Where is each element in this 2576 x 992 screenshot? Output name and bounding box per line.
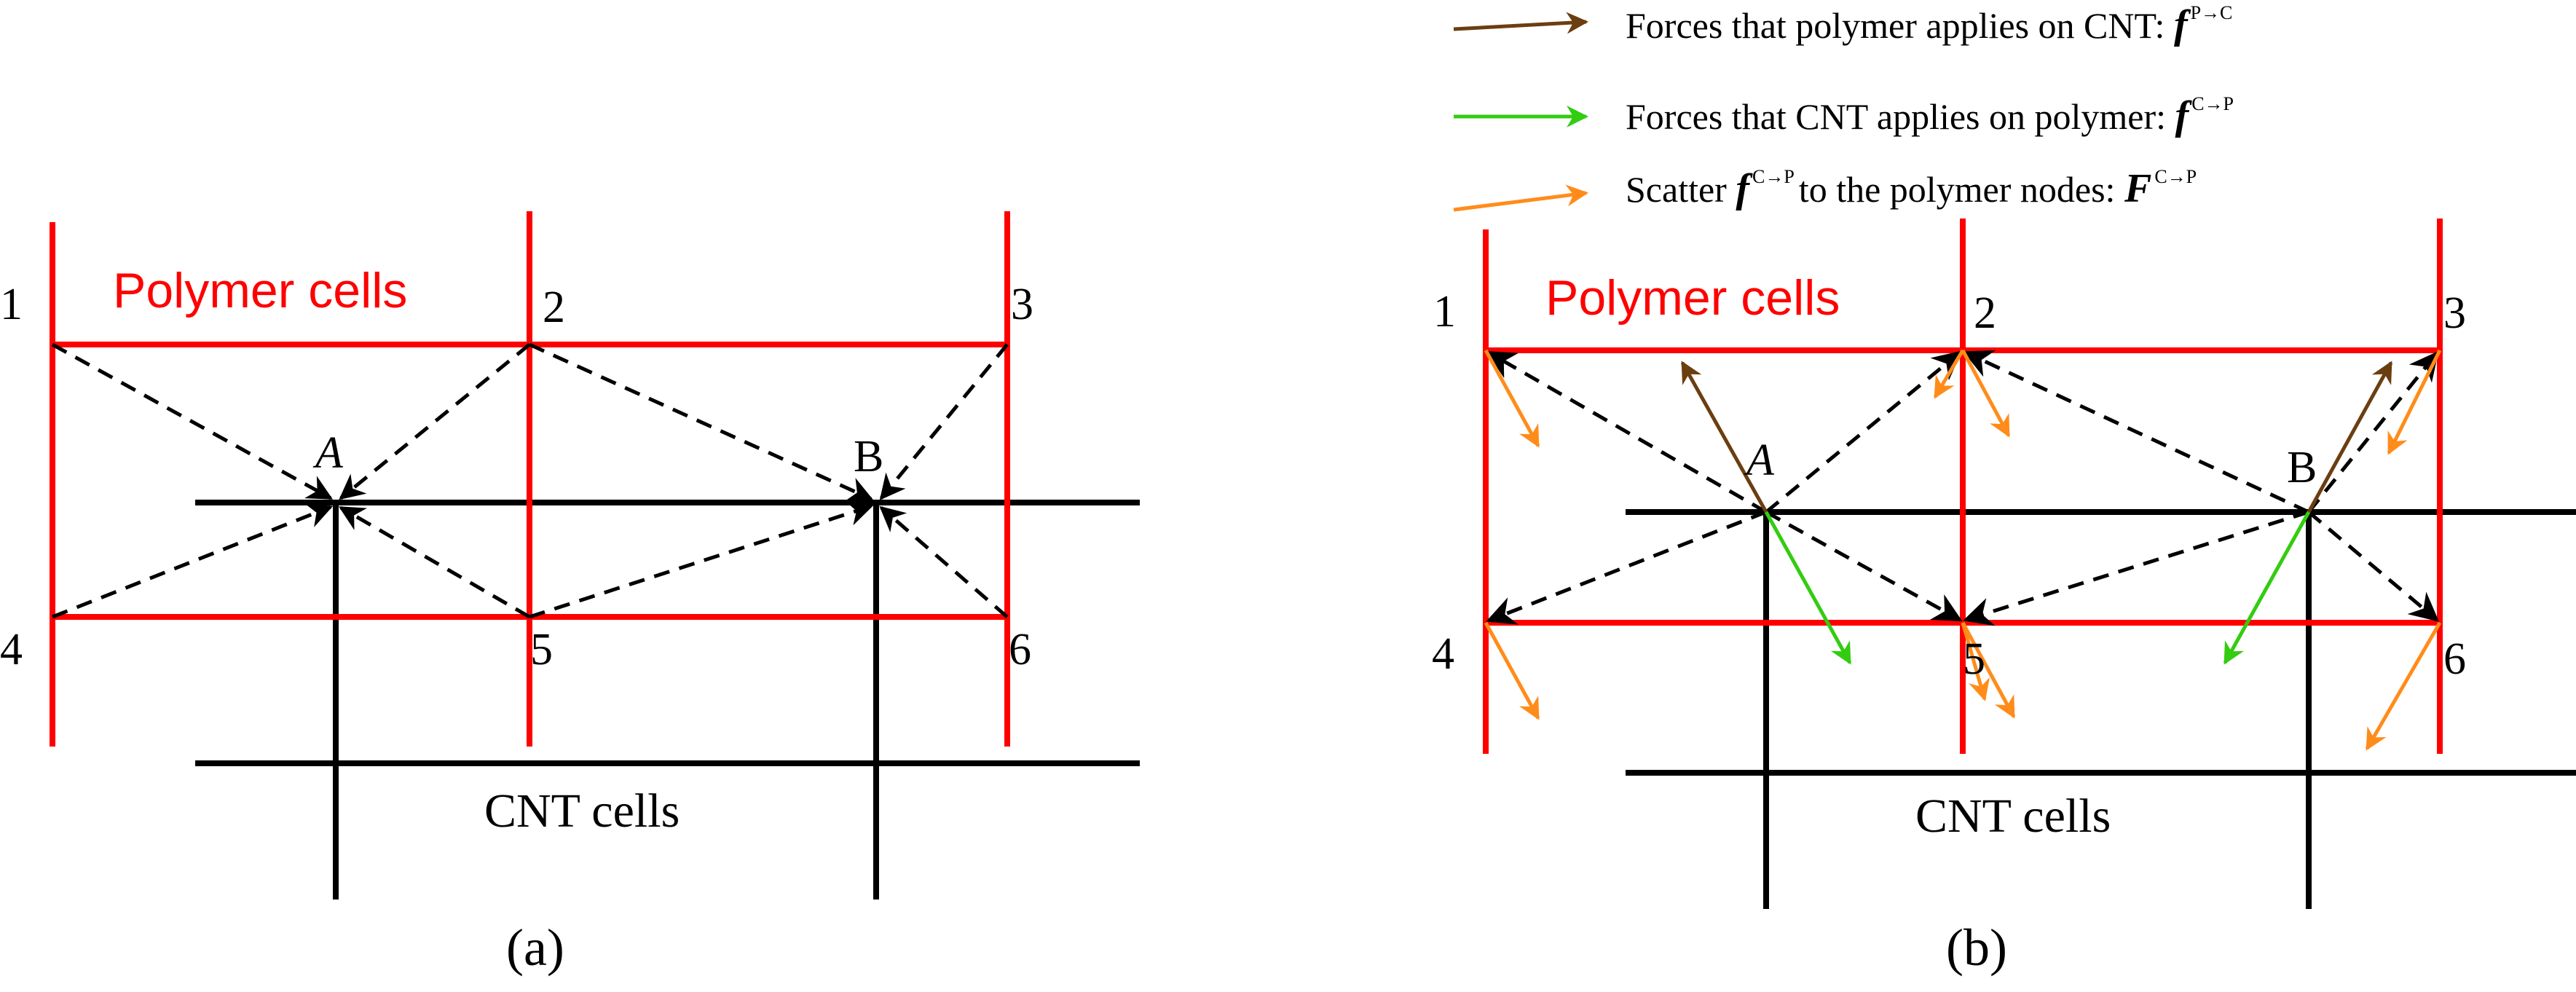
panel-a-cnt-grid [195,500,1140,900]
panel-a-node-2: 2 [543,283,565,332]
panel-a-cnt-label: CNT cells [484,784,680,838]
panel-b-node-3: 3 [2443,288,2466,338]
arrow-a-to-1 [1486,350,1768,514]
panel-a-dashed-arrows [51,342,1009,619]
arrow-5-to-a [338,505,531,619]
panel-b-point-a: A [1744,436,1775,485]
arrow-a-to-2 [1765,350,1963,513]
legend-symbol-c-on-p: f [2175,93,2193,138]
panel-b-node-6: 6 [2443,634,2466,684]
panel-b-cnt-label: CNT cells [1915,790,2111,843]
panel-a-polymer-label: Polymer cells [113,263,407,318]
panel-b-node-1: 1 [1433,287,1456,336]
force-p-on-c-at-b [2307,361,2393,513]
legend-swatch-scatter [1453,184,1588,212]
panel-b-dashed-arrows [1486,350,2440,626]
arrow-b-to-2 [1963,350,2310,514]
arrow-2-to-b [528,342,874,501]
panel-b-cnt-grid [1626,509,2576,909]
arrow-2-to-a [339,343,531,500]
panel-b-point-b: B [2287,443,2317,492]
legend-desc-scatter-after: to the polymer nodes: [1799,169,2124,210]
panel-a-node-6: 6 [1009,625,1031,674]
panel-b-scatter-arrows [1484,349,2442,751]
panel-a: Polymer cells CNT cells (a) 1 2 3 4 5 6 … [0,211,1140,977]
legend-desc-p-on-c: Forces that polymer applies on CNT: [1626,5,2174,46]
arrow-a-to-5 [1765,510,1963,622]
scatter-node-3 [2387,349,2442,455]
scatter-node-4 [1484,621,1540,720]
arrow-5-to-b [529,501,874,619]
panel-b-force-c-on-p [1764,511,2311,665]
panel-a-node-4: 4 [0,625,23,674]
panel-b-caption: (b) [1946,918,2007,977]
legend-sup-c-on-p: C→P [2191,93,2234,114]
force-c-on-p-at-b [2223,511,2311,665]
arrow-1-to-a [51,342,334,500]
legend-sup-scatter-F: C→P [2154,166,2197,187]
panel-a-caption: (a) [506,918,564,977]
arrow-b-to-6 [2307,511,2440,622]
arrow-3-to-b [879,343,1009,500]
legend-symbol-scatter-f: f [1736,166,1753,211]
panel-a-node-3: 3 [1011,280,1033,329]
legend-swatch-p-on-c [1453,12,1588,34]
force-p-on-c-at-a [1680,361,1768,513]
panel-b-polymer-label: Polymer cells [1545,270,1840,326]
panel-b-node-5: 5 [1963,634,1985,684]
scatter-node-5-b [1961,622,1990,701]
legend-symbol-scatter-F: F [2124,166,2151,211]
legend-desc-scatter-before: Scatter [1626,169,1736,210]
panel-a-node-1: 1 [0,280,23,329]
scatter-node-6 [2365,621,2442,751]
panel-a-point-a: A [312,428,344,478]
panel-b-node-4: 4 [1432,629,1454,679]
arrow-a-to-4 [1486,510,1767,625]
panel-a-node-5: 5 [530,625,553,674]
arrow-b-to-5 [1963,510,2309,626]
panel-b-force-p-on-c [1680,361,2393,513]
scatter-node-2-b [1933,349,1965,399]
legend-symbol-p-on-c: f [2174,2,2191,47]
arrow-4-to-a [52,503,334,619]
force-c-on-p-at-a [1764,511,1852,665]
scatter-node-5-a [1961,621,2016,719]
legend-sup-scatter-f: C→P [1752,166,1795,187]
panel-b-node-2: 2 [1974,288,1996,338]
panel-a-point-b: B [854,432,883,481]
scatter-node-1 [1484,349,1540,448]
scatter-node-2-a [1961,349,2011,438]
legend-desc-c-on-p: Forces that CNT applies on polymer: [1626,96,2175,137]
panel-b: Polymer cells CNT cells (b) 1 2 3 4 5 6 … [1432,219,2576,977]
arrow-6-to-b [879,505,1009,618]
legend-sup-p-on-c: P→C [2191,2,2233,23]
arrow-b-to-3 [2307,350,2439,513]
